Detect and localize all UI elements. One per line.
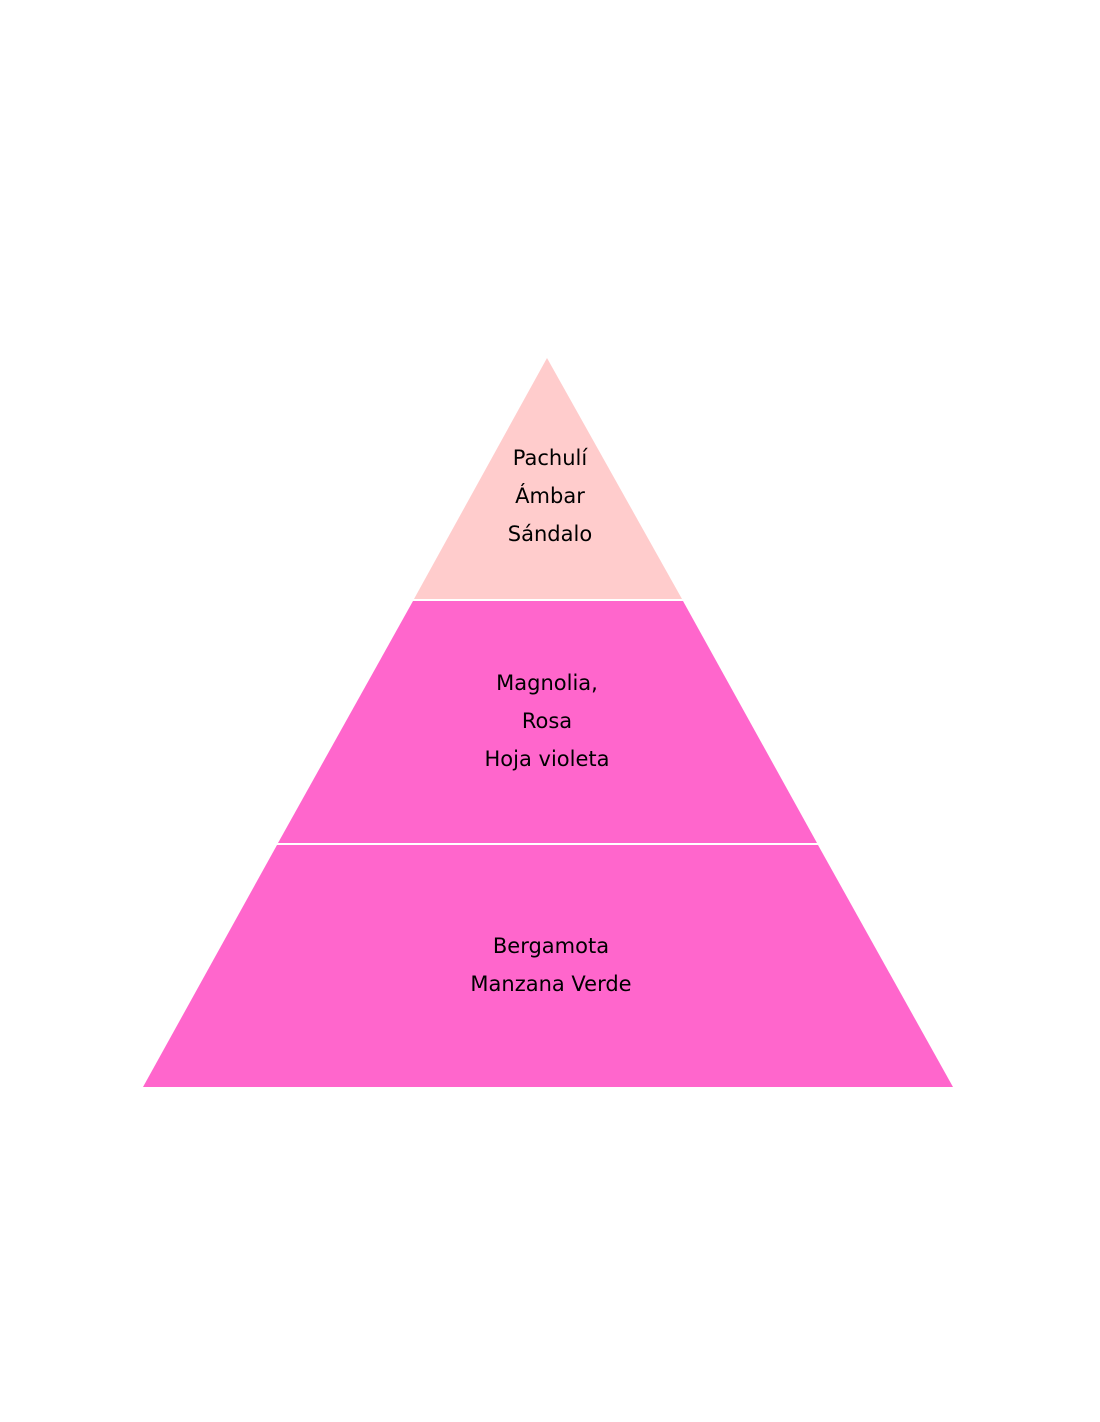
- middle-notes: Magnolia, Rosa Hoja violeta: [0, 664, 1097, 778]
- top-note: Pachulí: [512, 446, 588, 470]
- pyramid-tier-bottom: [143, 845, 953, 1087]
- bottom-notes: Bergamota Manzana Verde: [1, 927, 1100, 1003]
- bottom-note: Manzana Verde: [470, 972, 632, 996]
- middle-note: Hoja violeta: [484, 747, 610, 771]
- bottom-note: Bergamota: [492, 934, 610, 958]
- middle-note: Magnolia,: [496, 671, 598, 695]
- middle-note: Rosa: [521, 709, 573, 733]
- top-notes: Pachulí Ámbar Sándalo: [0, 439, 1100, 553]
- pyramid-tier-middle: [278, 601, 817, 843]
- top-note: Ámbar: [515, 484, 585, 508]
- top-note: Sándalo: [507, 522, 593, 546]
- pyramid-tier-top: [414, 358, 682, 599]
